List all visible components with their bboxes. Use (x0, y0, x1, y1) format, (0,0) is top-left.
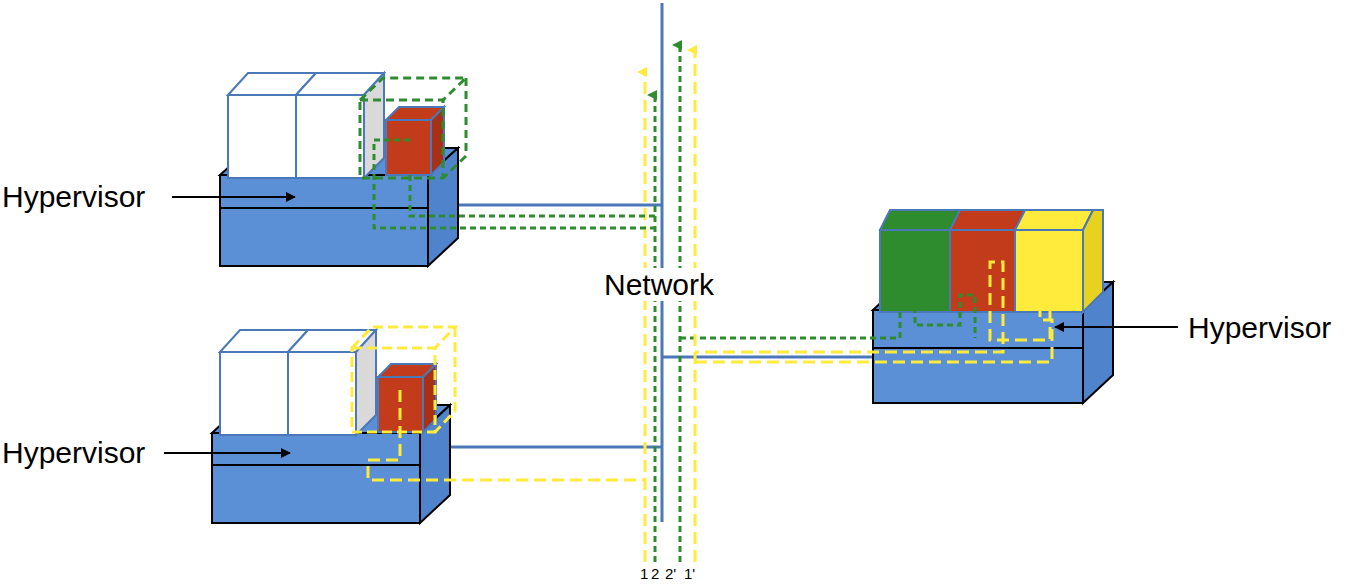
path-number: 2 (651, 566, 659, 583)
host-bottom (212, 327, 455, 523)
host-label: Hypervisor (2, 436, 145, 469)
network-links (450, 3, 873, 522)
path-number: 1 (640, 566, 648, 583)
path-number: 1' (684, 566, 695, 583)
host-top (220, 73, 466, 266)
host-label: Hypervisor (2, 180, 145, 213)
host-label: Hypervisor (1188, 311, 1331, 344)
traffic-paths (368, 45, 1052, 562)
leader-arrows (164, 197, 1178, 453)
network-label: Network (601, 268, 717, 301)
host-right (873, 210, 1113, 403)
path-number: 2' (665, 566, 676, 583)
